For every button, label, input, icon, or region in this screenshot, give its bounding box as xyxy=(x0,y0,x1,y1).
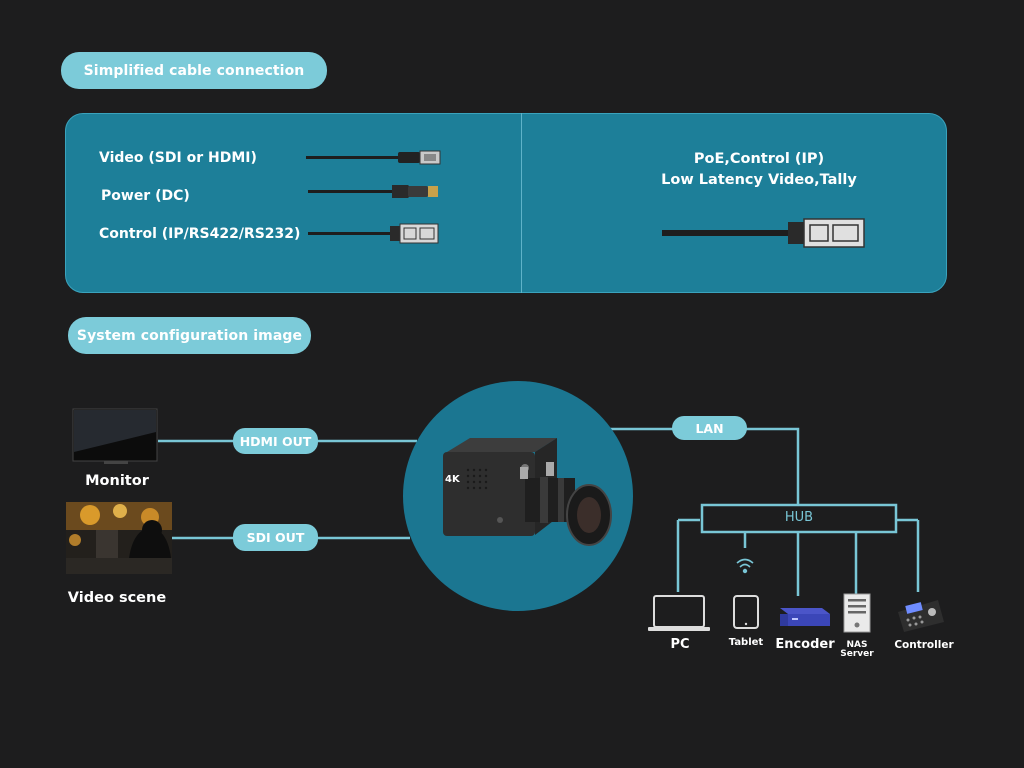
power-cable-icon xyxy=(308,185,438,198)
nas-server-icon xyxy=(843,593,871,633)
controller-icon xyxy=(898,600,944,632)
nas-label-line2: Server xyxy=(840,649,874,659)
system-section-title: System configuration image xyxy=(68,317,311,354)
sdi-out-label: SDI OUT xyxy=(233,524,318,551)
cable-panel xyxy=(65,113,947,293)
tablet-label: Tablet xyxy=(728,637,764,648)
encoder-label: Encoder xyxy=(775,637,835,652)
nas-label-line1: NAS xyxy=(846,640,868,650)
poe-cable-label-line1: PoE,Control (IP) xyxy=(693,151,825,167)
pc-label: PC xyxy=(670,637,690,652)
encoder-icon xyxy=(780,608,830,626)
monitor-label: Monitor xyxy=(85,473,149,489)
control-cable-label: Control (IP/RS422/RS232) xyxy=(99,226,301,242)
poe-cable-label-line2: Low Latency Video,Tally xyxy=(661,172,857,188)
hub-label: HUB xyxy=(784,510,814,525)
hdmi-out-label: HDMI OUT xyxy=(233,428,318,454)
camera-icon xyxy=(443,438,612,546)
tablet-icon xyxy=(733,595,759,629)
video-cable-icon xyxy=(306,150,441,165)
video-scene-label: Video scene xyxy=(67,590,167,606)
control-cable-icon xyxy=(308,223,439,244)
lan-label: LAN xyxy=(672,416,747,440)
ethernet-cable-icon xyxy=(662,218,865,248)
cable-section-title: Simplified cable connection xyxy=(61,52,327,89)
video-scene-image xyxy=(66,502,172,574)
wifi-icon xyxy=(736,558,754,574)
camera-4k-badge: 4K xyxy=(445,474,460,485)
video-cable-label: Video (SDI or HDMI) xyxy=(99,150,257,166)
pc-icon xyxy=(648,595,710,631)
power-cable-label: Power (DC) xyxy=(101,188,190,204)
panel-divider xyxy=(521,113,522,293)
monitor-icon xyxy=(72,408,158,464)
hub-box xyxy=(700,503,898,534)
controller-label: Controller xyxy=(894,639,954,651)
